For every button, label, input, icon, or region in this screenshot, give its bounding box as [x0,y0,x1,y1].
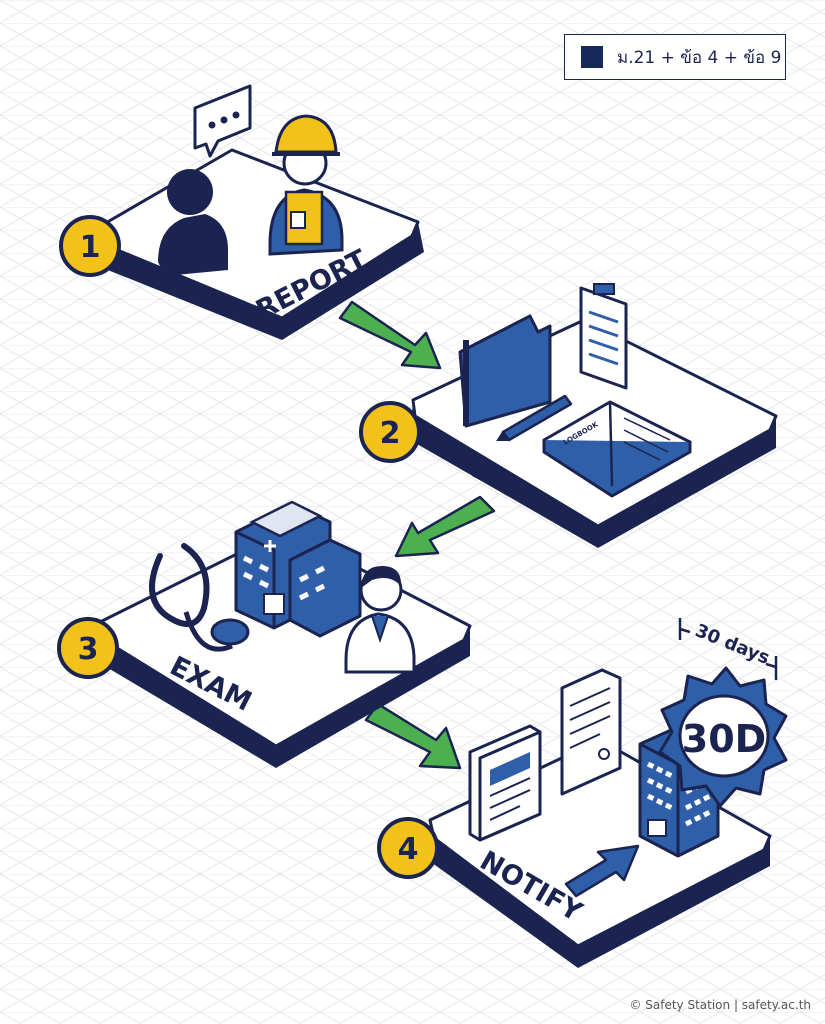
legend: ม.21 + ข้อ 4 + ข้อ 9 [564,34,786,80]
step-3-number: 3 [78,632,99,667]
step-2-number: 2 [380,416,401,451]
footer-credit: © Safety Station | safety.ac.th [629,998,811,1012]
legend-swatch [581,46,603,68]
step-1-number-badge: 1 [61,217,119,275]
step-4-number-badge: 4 [379,819,437,877]
step-2-number-badge: 2 [361,403,419,461]
deadline-badge-text: 30D [682,717,766,761]
step-3-number-badge: 3 [59,619,117,677]
step-1-number: 1 [80,230,101,265]
legend-text: ม.21 + ข้อ 4 + ข้อ 9 [617,44,781,71]
step-4-number: 4 [398,832,419,867]
